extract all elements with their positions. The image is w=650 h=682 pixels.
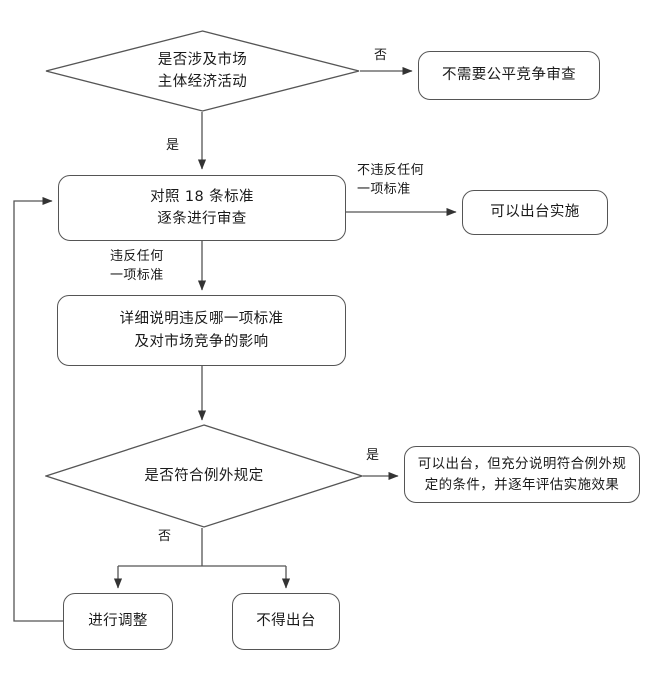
diamond-outline-icon [45,30,360,112]
process-adjust-label: 进行调整 [88,613,148,630]
diamond-outline-icon [45,424,363,528]
edge-label-violate: 违反任何 一项标准 [110,249,164,283]
process-forbid-issue-label: 不得出台 [256,613,316,630]
process-no-review[interactable]: 不需要公平竞争审查 [418,51,600,100]
process-explain-violation-label: 详细说明违反哪一项标准 及对市场竞争的影响 [119,311,284,350]
decision-market-activity[interactable]: 是否涉及市场 主体经济活动 [45,30,360,112]
process-exception-conditions-label: 可以出台，但充分说明符合例外规 定的条件，并逐年评估实施效果 [417,455,627,493]
edge-label-yes-2: 是 [366,448,380,463]
process-check-18-standards-label: 对照 18 条标准 逐条进行审查 [150,188,254,227]
process-can-implement-label: 可以出台实施 [490,204,580,221]
process-check-18-standards[interactable]: 对照 18 条标准 逐条进行审查 [58,175,346,241]
decision-market-activity-label: 是否涉及市场 主体经济活动 [157,51,248,90]
process-exception-conditions[interactable]: 可以出台，但充分说明符合例外规 定的条件，并逐年评估实施效果 [404,446,640,503]
decision-exception-rule[interactable]: 是否符合例外规定 [45,424,363,528]
process-adjust[interactable]: 进行调整 [63,593,173,650]
process-explain-violation[interactable]: 详细说明违反哪一项标准 及对市场竞争的影响 [57,295,346,366]
process-can-implement[interactable]: 可以出台实施 [462,190,608,235]
edge-label-not-violate: 不违反任何 一项标准 [357,163,425,197]
decision-exception-rule-label: 是否符合例外规定 [144,467,264,484]
edge-feedback-loop [13,196,63,622]
process-no-review-label: 不需要公平竞争审查 [441,67,577,84]
process-forbid-issue[interactable]: 不得出台 [232,593,340,650]
edge-label-yes-1: 是 [166,138,180,153]
edge-label-no-1: 否 [374,48,388,63]
edge-label-no-2: 否 [158,529,172,544]
